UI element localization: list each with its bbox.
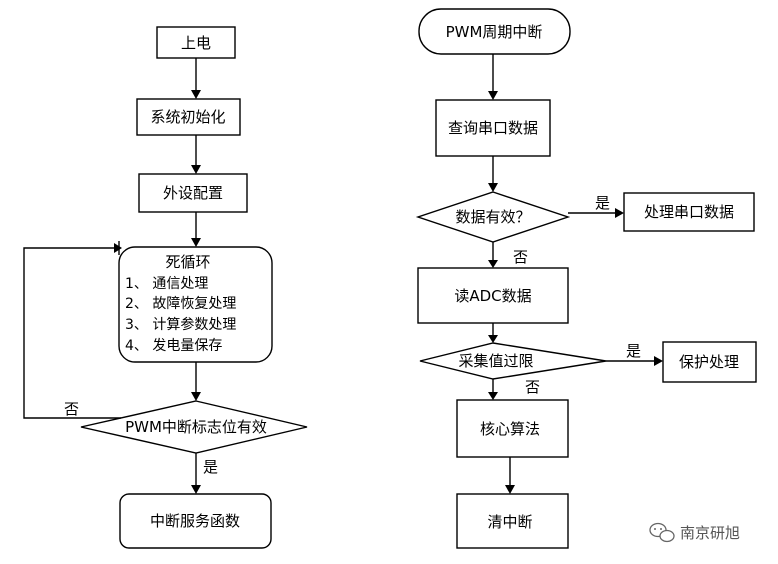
clear-interrupt-box [456, 493, 569, 549]
interrupt-service-label: 中断服务函数 [150, 512, 240, 530]
watermark-text: 南京研旭 [680, 524, 740, 542]
arrowhead [191, 238, 201, 247]
core-algorithm-label: 核心算法 [480, 420, 540, 438]
pwm-period-interrupt-label: PWM周期中断 [446, 23, 543, 41]
interrupt-service-box [119, 493, 272, 549]
main-loop-item: 3、 计算参数处理 [125, 316, 236, 333]
right-flowchart: PWM周期中断 查询串口数据 数据有效？ 是 处理串口数据 否 读ADC数据 采… [415, 8, 757, 549]
arrowhead [488, 91, 498, 100]
left-flowchart: 上电 系统初始化 外设配置 死循环 1、 通信处理 2、 故障恢复处理 3、 计… [23, 26, 308, 549]
pwm-period-interrupt-box [418, 8, 571, 55]
wechat-icon [649, 522, 675, 543]
arrowhead [488, 260, 498, 268]
query-serial-box [435, 99, 551, 157]
label-no: 否 [513, 248, 528, 266]
loop-back-line [23, 247, 121, 419]
main-loop-title: 死循环 [165, 253, 210, 271]
process-serial-box [623, 192, 755, 232]
label-yes: 是 [626, 342, 641, 360]
read-adc-label: 读ADC数据 [454, 287, 531, 305]
watermark: 南京研旭 [649, 522, 740, 543]
arrowhead [615, 208, 624, 218]
arrowhead [191, 90, 201, 99]
process-serial-label: 处理串口数据 [644, 203, 734, 221]
label-yes: 是 [203, 458, 218, 476]
protect-label: 保护处理 [679, 353, 739, 371]
label-no: 否 [64, 400, 79, 418]
main-loop-item: 2、 故障恢复处理 [125, 295, 236, 312]
label-yes: 是 [595, 194, 610, 212]
arrowhead [654, 356, 663, 366]
main-loop-item: 4、 发电量保存 [125, 338, 222, 354]
power-on-box [156, 26, 236, 59]
arrowhead [191, 485, 201, 494]
protect-box [662, 341, 757, 383]
over-limit-decision-label: 采集值过限 [458, 352, 533, 370]
arrowhead [191, 392, 201, 401]
pwm-flag-decision-label: PWM中断标志位有效 [125, 418, 267, 436]
arrowhead [191, 165, 201, 174]
arrowhead [505, 485, 515, 494]
peripheral-config-label: 外设配置 [163, 184, 223, 202]
clear-interrupt-label: 清中断 [487, 513, 532, 531]
arrowhead [488, 392, 498, 400]
peripheral-config-box [138, 173, 248, 213]
arrowhead [114, 243, 122, 253]
read-adc-box [417, 267, 569, 324]
power-on-label: 上电 [181, 34, 211, 52]
system-init-label: 系统初始化 [150, 108, 225, 126]
data-valid-decision-label: 数据有效？ [455, 208, 530, 226]
arrowhead [488, 335, 498, 343]
main-loop-item: 1、 通信处理 [125, 276, 208, 292]
query-serial-label: 查询串口数据 [448, 119, 538, 137]
label-no: 否 [525, 378, 540, 396]
arrowhead [488, 183, 498, 192]
system-init-box [136, 98, 241, 136]
core-algorithm-box [456, 399, 569, 458]
